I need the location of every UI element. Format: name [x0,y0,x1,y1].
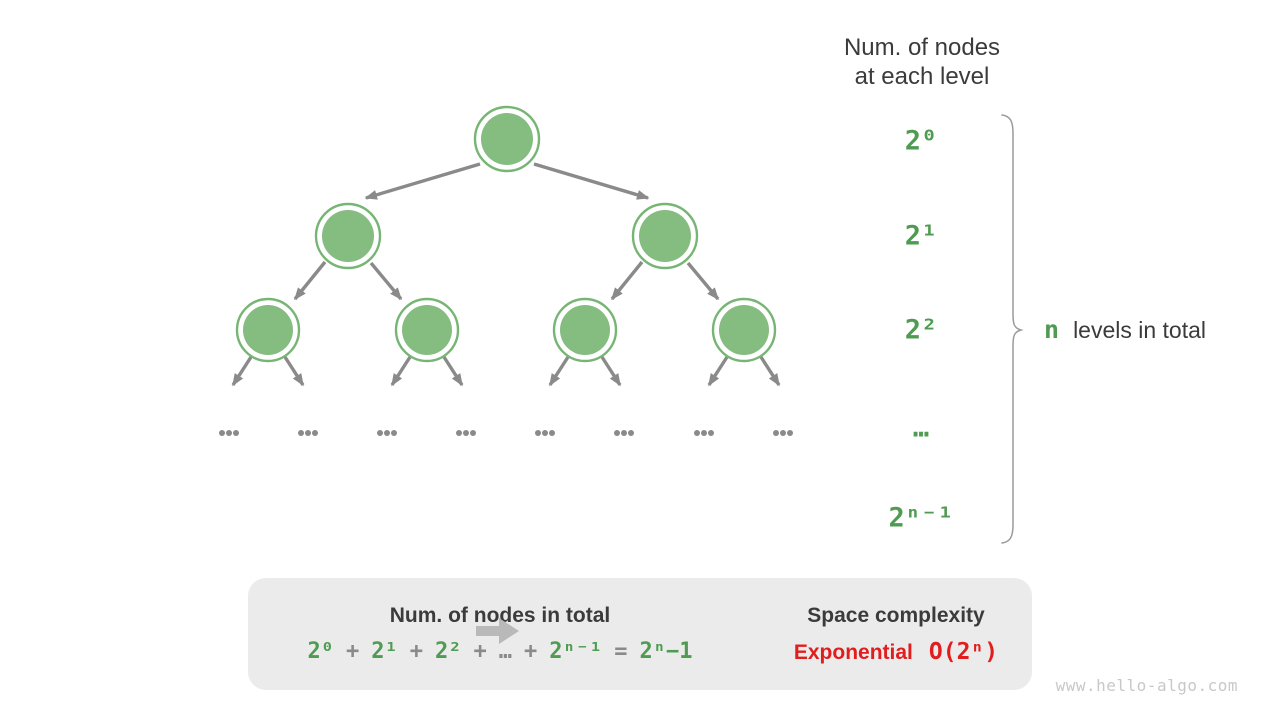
ellipsis-icon [694,430,714,436]
tree-edge [533,162,650,200]
tree-edge [707,356,729,387]
tree-node [631,202,699,270]
tree-edge [548,356,570,387]
level-label-2-n-1: 2ⁿ⁻¹ [888,502,954,534]
formula-token: = [614,639,628,664]
header-line2: at each level [854,63,990,90]
complexity-big-o: O(2ⁿ) [928,638,999,665]
levels-total-label: n levels in total [1044,315,1206,344]
tree-node [394,297,460,363]
tree-edges [231,162,781,387]
tree-edge [293,260,327,301]
sum-formula: 2⁰ + 2¹ + 2² + … + 2ⁿ⁻¹ = 2ⁿ−1 [302,639,699,664]
tree-edge [442,356,464,387]
complexity-name: Exponential [793,640,913,664]
summary-box: Num. of nodes in total 2⁰ + 2¹ + 2² + … … [248,578,1032,690]
formula-token: 2¹ [371,639,398,664]
formula-token: 2ⁿ−1 [639,639,693,664]
tree-edge [369,261,403,301]
tree-node [235,297,301,363]
total-nodes-title: Num. of nodes in total [389,604,611,627]
formula-token: … [498,639,513,664]
level-label-2-1: 2¹ [904,220,938,252]
tree-edge [686,261,720,301]
formula-token: + [524,639,538,664]
formula-token: 2² [435,639,462,664]
levels-total-text: levels in total [1073,316,1207,343]
ellipsis-icon [456,430,476,436]
formula-token: + [346,639,360,664]
ellipsis-icon [773,430,793,436]
formula-token: 2ⁿ⁻¹ [549,639,603,664]
level-label-ellipsis: … [912,412,930,444]
formula-token: 2⁰ [307,639,335,664]
tree-node [552,297,618,363]
formula-token: + [409,639,424,664]
tree-edge [390,356,412,387]
tree-nodes [235,105,777,363]
curly-brace [1001,114,1024,544]
ellipsis-icon [298,430,318,436]
ellipsis-icon [535,430,555,436]
level-label-2-0: 2⁰ [904,125,938,157]
tree-edge [600,356,622,387]
right-block-arrow-icon [476,618,519,644]
tree-edge [610,260,644,301]
tree-node [314,202,382,270]
tree-edge [283,356,305,387]
watermark: www.hello-algo.com [1055,676,1238,695]
ellipsis-icon [614,430,634,436]
space-complexity-title: Space complexity [807,603,985,627]
level-count-header: Num. of nodes at each level [791,33,1053,91]
summary-right-column: Space complexity Exponential O(2ⁿ) [761,578,1031,690]
header-line1: Num. of nodes [843,34,1001,61]
ellipsis-icon [219,430,239,436]
tree-node [711,297,777,363]
tree-edge [231,356,253,387]
tree-node-root [473,105,541,173]
n-variable: n [1044,314,1060,344]
formula-token: + [473,639,487,664]
ellipsis-icon [377,430,397,436]
tree-edge [364,162,481,200]
tree-edge [759,356,781,387]
complexity-result: Exponential O(2ⁿ) [794,639,998,665]
tree-ellipsis-row [219,430,793,436]
level-label-2-2: 2² [904,314,938,346]
summary-left-column: Num. of nodes in total 2⁰ + 2¹ + 2² + … … [260,578,740,690]
